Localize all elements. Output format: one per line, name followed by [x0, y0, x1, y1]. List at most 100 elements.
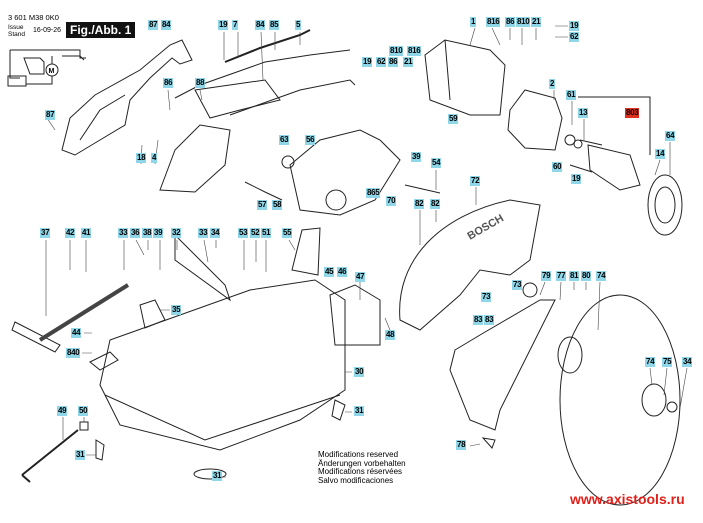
callout[interactable]: 44	[71, 328, 82, 338]
callout[interactable]: 31	[354, 406, 365, 416]
callout[interactable]: 39	[153, 228, 164, 238]
modifications-fr: Modifications réservées	[318, 467, 403, 476]
callout[interactable]: 31	[212, 471, 223, 481]
callout[interactable]: 63	[279, 135, 290, 145]
callout[interactable]: 72	[470, 176, 481, 186]
callout[interactable]: 64	[665, 131, 676, 141]
callout[interactable]: 5	[295, 20, 302, 30]
callout[interactable]: 86	[163, 78, 174, 88]
callout[interactable]: 41	[81, 228, 92, 238]
callout[interactable]: 45	[324, 267, 335, 277]
bosch-logo: BOSCH	[466, 212, 506, 242]
callout[interactable]: 51	[261, 228, 272, 238]
gear-housing-part	[289, 129, 401, 216]
callout[interactable]: 18	[136, 153, 147, 163]
hex-key-part	[21, 429, 79, 483]
callout[interactable]: 87	[148, 20, 159, 30]
callout[interactable]: 48	[385, 330, 396, 340]
callout[interactable]: 73	[481, 292, 492, 302]
callout[interactable]: 74	[596, 271, 607, 281]
callout[interactable]: 865	[366, 188, 381, 198]
callout[interactable]: 85	[269, 20, 280, 30]
callout[interactable]: 816	[407, 46, 422, 56]
callout[interactable]: 47	[355, 272, 366, 282]
callout[interactable]: 36	[130, 228, 141, 238]
callout[interactable]: 61	[566, 90, 577, 100]
callout[interactable]: 84	[161, 20, 172, 30]
callout[interactable]: 62	[569, 32, 580, 42]
callout[interactable]: 37	[40, 228, 51, 238]
callout[interactable]: 19	[362, 57, 373, 67]
callout[interactable]: 31	[75, 450, 86, 460]
callout[interactable]: 34	[682, 357, 693, 367]
callout[interactable]: 86	[388, 57, 399, 67]
callout[interactable]: 46	[337, 267, 348, 277]
callout[interactable]: 77	[556, 271, 567, 281]
callout[interactable]: 1	[470, 17, 477, 27]
callout[interactable]: 73	[512, 280, 523, 290]
callout[interactable]: 50	[78, 406, 89, 416]
callout[interactable]: 35	[171, 305, 182, 315]
callout[interactable]: 33	[198, 228, 209, 238]
callout[interactable]: 2	[549, 79, 556, 89]
callout[interactable]: 21	[531, 17, 542, 27]
callout[interactable]: 84	[255, 20, 266, 30]
callout[interactable]: 55	[282, 228, 293, 238]
callout[interactable]: 53	[238, 228, 249, 238]
callout[interactable]: 7	[232, 20, 239, 30]
callout[interactable]: 33	[118, 228, 129, 238]
callout[interactable]: 83	[473, 315, 484, 325]
callout-highlighted[interactable]: 803	[625, 108, 640, 118]
callout[interactable]: 70	[386, 196, 397, 206]
lower-blade-guard-part	[449, 299, 556, 431]
callout[interactable]: 58	[272, 200, 283, 210]
motor-symbol: M	[49, 68, 55, 75]
callout[interactable]: 32	[171, 228, 182, 238]
website-watermark[interactable]: www.axistools.ru	[570, 491, 685, 507]
modifications-de: Änderungen vorbehalten	[318, 458, 406, 468]
callout[interactable]: 75	[662, 357, 673, 367]
callout[interactable]: 19	[218, 20, 229, 30]
callout[interactable]: 82	[414, 199, 425, 209]
callout[interactable]: 87	[45, 110, 56, 120]
callout[interactable]: 80	[581, 271, 592, 281]
callout[interactable]: 816	[486, 17, 501, 27]
callout[interactable]: 79	[541, 271, 552, 281]
callout[interactable]: 42	[65, 228, 76, 238]
callout[interactable]: 74	[645, 357, 656, 367]
callout[interactable]: 30	[354, 367, 365, 377]
modifications-en: Modifications reserved	[318, 450, 399, 459]
callout[interactable]: 19	[569, 21, 580, 31]
callout[interactable]: 49	[57, 406, 68, 416]
callout[interactable]: 59	[448, 114, 459, 124]
callout[interactable]: 78	[456, 440, 467, 450]
callout[interactable]: 60	[552, 162, 563, 172]
callout[interactable]: 56	[305, 135, 316, 145]
callout[interactable]: 57	[257, 200, 268, 210]
callout[interactable]: 13	[578, 108, 589, 118]
callout[interactable]: 38	[142, 228, 153, 238]
callout[interactable]: 83	[484, 315, 495, 325]
callout[interactable]: 4	[151, 153, 158, 163]
callout[interactable]: 54	[431, 158, 442, 168]
callout[interactable]: 21	[403, 57, 414, 67]
callout[interactable]: 62	[376, 57, 387, 67]
callout[interactable]: 840	[66, 348, 81, 358]
callout[interactable]: 19	[571, 174, 582, 184]
callout[interactable]: 52	[250, 228, 261, 238]
callout[interactable]: 810	[516, 17, 531, 27]
wiring-diagram: M	[7, 49, 86, 87]
callout[interactable]: 81	[569, 271, 580, 281]
handle-part	[61, 39, 193, 156]
callout[interactable]: 34	[210, 228, 221, 238]
callout[interactable]: 88	[195, 78, 206, 88]
callout[interactable]: 810	[389, 46, 404, 56]
modifications-es: Salvo modificaciones	[318, 475, 394, 485]
callout[interactable]: 14	[655, 149, 666, 159]
upper-blade-guard-part	[399, 199, 541, 331]
motor-cover-part	[159, 124, 231, 193]
callout[interactable]: 86	[505, 17, 516, 27]
callout[interactable]: 82	[430, 199, 441, 209]
callout[interactable]: 39	[411, 152, 422, 162]
